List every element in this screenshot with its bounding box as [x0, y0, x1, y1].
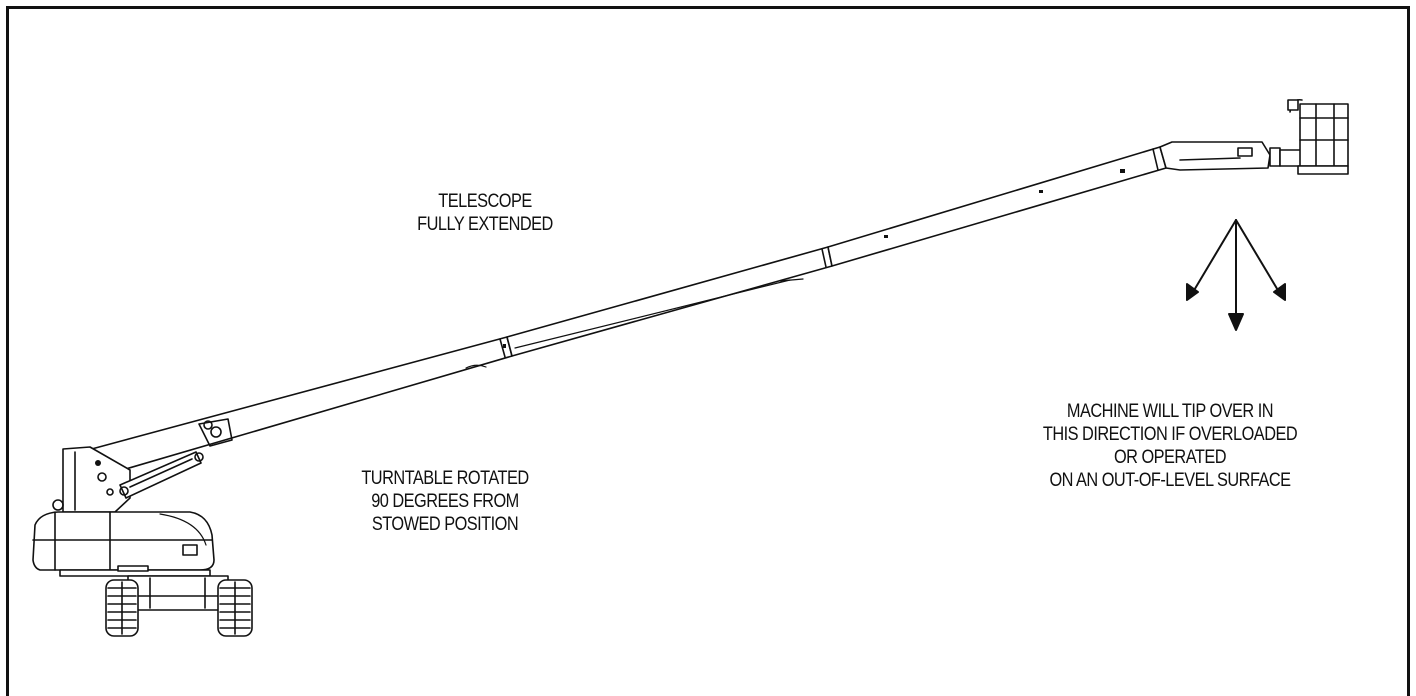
- lift-cylinder: [119, 451, 204, 499]
- tip-warning-label: MACHINE WILL TIP OVER IN THIS DIRECTION …: [1024, 400, 1316, 492]
- turntable-label: TURNTABLE ROTATED 90 DEGREES FROM STOWED…: [346, 467, 544, 536]
- jib-and-platform: [1159, 98, 1349, 175]
- telescope-label: TELESCOPE FULLY EXTENDED: [399, 190, 571, 236]
- turntable-label-line-1: TURNTABLE ROTATED: [361, 468, 529, 489]
- tip-warning-line-1: MACHINE WILL TIP OVER IN: [1066, 401, 1274, 422]
- tip-direction-arrows: [1186, 219, 1286, 331]
- arrow-down-icon: [1228, 313, 1244, 331]
- telescope-label-line-2: FULLY EXTENDED: [417, 214, 553, 235]
- turntable-label-line-2: 90 DEGREES FROM: [371, 491, 519, 512]
- machine-base: [32, 446, 253, 637]
- boom-mid-section: [506, 246, 833, 357]
- platform-basket: [1299, 103, 1349, 167]
- diagram-frame: [6, 6, 1410, 696]
- boom-base-section: [87, 336, 513, 479]
- tip-warning-line-4: ON AN OUT-OF-LEVEL SURFACE: [1049, 470, 1291, 491]
- telescope-label-line-1: TELESCOPE: [438, 191, 532, 212]
- left-wheel: [105, 579, 139, 637]
- right-wheel: [217, 579, 253, 637]
- tip-warning-line-2: THIS DIRECTION IF OVERLOADED: [1042, 424, 1298, 445]
- tip-warning-line-3: OR OPERATED: [1113, 447, 1227, 468]
- chassis: [127, 575, 229, 611]
- turntable-label-line-3: STOWED POSITION: [371, 514, 519, 535]
- telescopic-boom: [87, 146, 1167, 479]
- boom-fly-section: [827, 146, 1167, 267]
- arrow-left-down-icon: [1186, 283, 1199, 301]
- arrow-right-down-icon: [1273, 283, 1286, 301]
- turntable-body: [32, 511, 215, 571]
